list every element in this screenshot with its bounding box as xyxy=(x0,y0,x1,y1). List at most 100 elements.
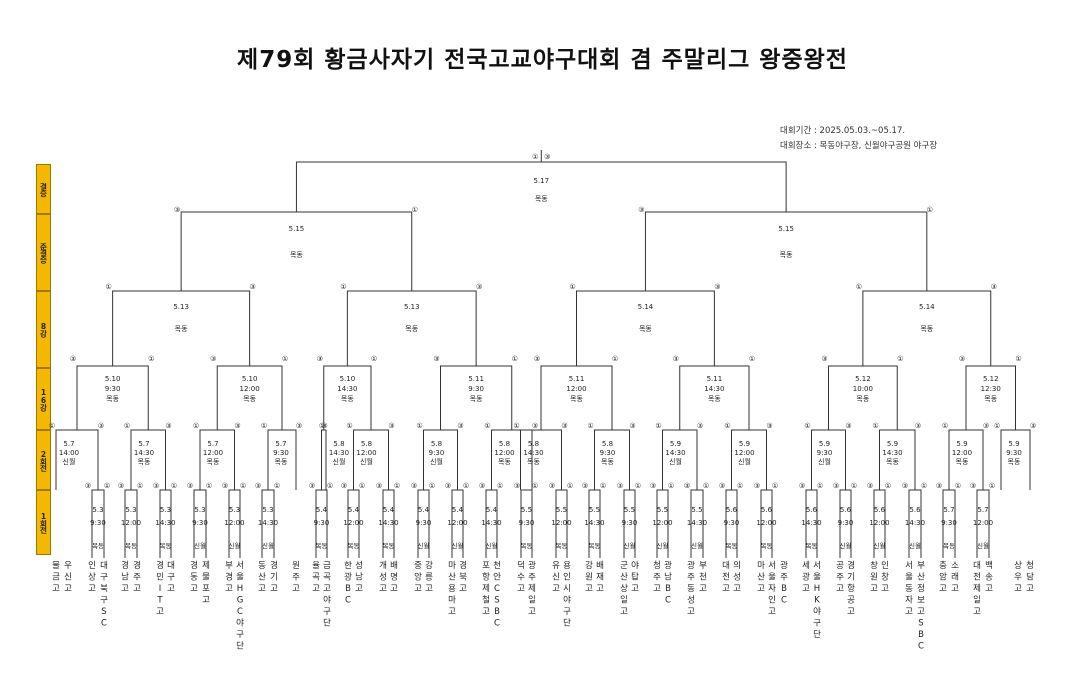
team-name: 제 xyxy=(202,561,210,571)
r2-match-line-2: 목동 xyxy=(275,458,288,466)
qf-match-venue: 목동 xyxy=(920,325,933,333)
team-name: 고 xyxy=(1014,584,1022,594)
r2-match-line-2: 목동 xyxy=(498,458,511,466)
team-name: 명 xyxy=(390,572,398,583)
r1-match-venue: 신월 xyxy=(624,541,636,550)
r1-match-line-1: 14:30 xyxy=(378,519,398,527)
r1-match-score-left: ③ xyxy=(187,482,193,490)
round-label-round2: 2회전 xyxy=(36,430,51,490)
r2-match-score-right: ③ xyxy=(532,422,538,430)
r16-match-score-left: ③ xyxy=(959,355,965,363)
team-name: 충 xyxy=(939,561,947,571)
r16-match-score-left: ③ xyxy=(673,355,679,363)
r1-match-line-0: 5.6 xyxy=(806,506,818,514)
r1-match-score-left: ③ xyxy=(754,482,760,490)
r1-match-score-right: ① xyxy=(955,482,961,490)
r16-match-line-2: 목동 xyxy=(341,395,354,403)
r1-match-line-1: 14:30 xyxy=(258,519,278,527)
team-name: 철 xyxy=(482,595,490,606)
r2-match-line-0: 5.7 xyxy=(63,440,74,448)
r1-match-venue: 목동 xyxy=(556,542,568,550)
sf-match-venue: 목동 xyxy=(780,251,793,259)
team-name: 민 xyxy=(156,572,164,583)
r1-match-score-left: ③ xyxy=(902,482,908,490)
r16-match-line-0: 5.11 xyxy=(468,375,484,383)
r2-match-score-left: ① xyxy=(193,422,199,430)
team-name: 백 xyxy=(985,560,993,571)
r2-match-line-1: 12:00 xyxy=(203,449,223,457)
qf-match-line-0: 5.14 xyxy=(919,303,935,311)
team-name: 천 xyxy=(699,572,707,583)
r1-match-score-right: ① xyxy=(171,482,177,490)
r1-match-line-1: 14:30 xyxy=(801,519,821,527)
r16-match-score-left: ③ xyxy=(70,355,76,363)
team-name: 서 xyxy=(236,561,244,571)
team-name: 고 xyxy=(414,584,422,594)
sf-match-line-0: 5.15 xyxy=(778,225,794,233)
team-name: 대 xyxy=(100,561,108,571)
team-name: C xyxy=(345,596,351,606)
team-name: 단 xyxy=(236,641,244,652)
r2-match-line-0: 5.9 xyxy=(819,440,830,448)
team-name: 수 xyxy=(517,573,525,583)
r1-match-line-0: 5.3 xyxy=(194,506,205,514)
r16-match-score-right: ① xyxy=(148,355,154,363)
team-name: 주 xyxy=(836,573,844,583)
r1-match-line-1: 14:30 xyxy=(687,519,707,527)
r1-match-line-1: 12:00 xyxy=(756,519,776,527)
qf-match-score-right: ③ xyxy=(991,283,997,291)
r1-match-score-right: ① xyxy=(817,482,823,490)
r1-match-venue: 목동 xyxy=(761,542,773,550)
r1-match-venue: 신월 xyxy=(262,541,274,550)
qf-match-score-left: ① xyxy=(340,283,346,291)
team-name: 서 xyxy=(905,561,913,571)
team-name: 동 xyxy=(190,573,198,583)
r1-match-score-right: ① xyxy=(463,482,469,490)
r2-match-line-1: 14:30 xyxy=(665,449,685,457)
team-name: K xyxy=(814,596,820,606)
team-name: 안 xyxy=(493,572,501,583)
r2-match-line-2: 목동 xyxy=(207,458,220,466)
team-name: 고 xyxy=(312,584,320,594)
r16-match-line-2: 목동 xyxy=(470,395,483,403)
round-label-semifinal: 준결승 xyxy=(36,214,51,291)
r1-match-score-left: ③ xyxy=(799,482,805,490)
qf-match-line-0: 5.14 xyxy=(638,303,654,311)
r1-match-score-right: ① xyxy=(206,482,212,490)
r16-match-score-left: ③ xyxy=(433,355,439,363)
r2-match-line-0: 5.7 xyxy=(138,440,149,448)
r1-match-score-right: ① xyxy=(635,482,641,490)
r2-match-score-right: ③ xyxy=(457,422,463,430)
team-name: 고 xyxy=(528,607,536,617)
team-name: 고 xyxy=(917,607,925,617)
r2-match-line-0: 5.8 xyxy=(499,440,510,448)
r2-match-score-right: ③ xyxy=(766,422,772,430)
r1-match-line-1: 12:00 xyxy=(869,519,889,527)
r16-match-line-1: 12:00 xyxy=(240,385,260,393)
team-name: 물 xyxy=(52,561,60,571)
team-name: 고 xyxy=(482,607,490,617)
team-name: 고 xyxy=(1026,584,1034,594)
r1-match-venue: 목동 xyxy=(806,542,818,550)
r1-match-line-1: 12:00 xyxy=(224,519,244,527)
r2-match-score-right: ③ xyxy=(296,422,302,430)
r1-match-line-1: 12:00 xyxy=(121,519,141,527)
tournament-venue: 대회장소 : 목동야구장, 신월야구공원 야구장 xyxy=(780,141,938,151)
team-name: 부 xyxy=(699,561,707,571)
team-name: 일 xyxy=(973,596,981,606)
team-name: 남 xyxy=(121,573,129,583)
r1-match-score-right: ① xyxy=(429,482,435,490)
team-name: 울 xyxy=(236,573,244,583)
r16-match-line-0: 5.11 xyxy=(569,375,585,383)
r2-match-line-1: 9:30 xyxy=(1006,449,1022,457)
qf-match-score-left: ① xyxy=(105,283,111,291)
r2-match-line-2: 목동 xyxy=(601,458,614,466)
team-name: 서 xyxy=(813,561,821,571)
team-name: 광 xyxy=(664,560,672,571)
r2-match-line-1: 14:30 xyxy=(329,449,349,457)
team-name: 울 xyxy=(768,573,776,583)
team-name: 남 xyxy=(664,573,672,583)
r1-match-line-0: 5.5 xyxy=(691,506,702,514)
team-name: 울 xyxy=(905,573,913,583)
r2-match-line-0: 5.7 xyxy=(207,440,218,448)
